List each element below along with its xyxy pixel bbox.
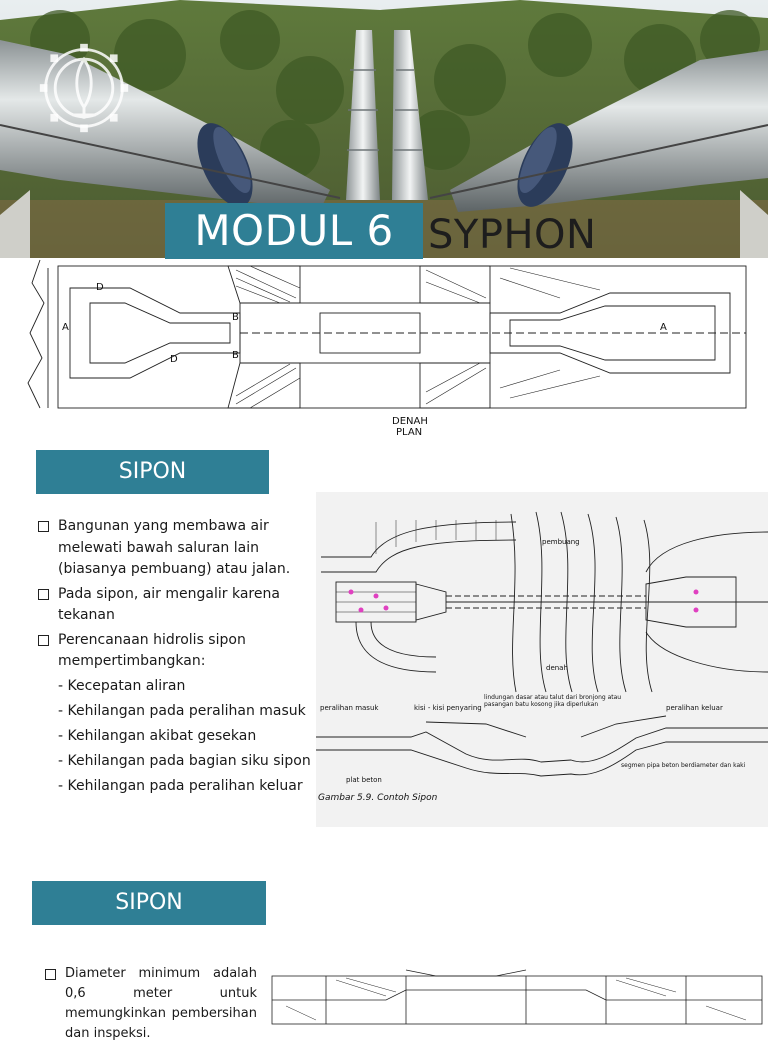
- institution-logo-icon: [39, 43, 129, 133]
- checkbox-bullet-icon: [38, 521, 49, 532]
- plan-label-denah: DENAH: [392, 416, 428, 427]
- bullet-text: Bangunan yang membawa air melewati bawah…: [58, 518, 291, 577]
- module-subtitle: SYPHON: [428, 212, 597, 258]
- bullet-text: Perencanaan hidrolis sipon mempertimbang…: [58, 631, 246, 670]
- sipon-slide-2: SIPON Diameter minimum adalah 0,6 meter …: [0, 840, 768, 1041]
- section-mark-b-bottom: B: [232, 350, 239, 361]
- section-heading: SIPON: [32, 881, 266, 925]
- module-title: MODUL 6: [165, 203, 423, 259]
- section-mark-a-right: A: [660, 322, 667, 333]
- bullet-item: Perencanaan hidrolis sipon mempertimbang…: [38, 630, 318, 673]
- checkbox-bullet-icon: [38, 634, 49, 646]
- bullet-item: Pada sipon, air mengalir karena tekanan: [38, 584, 318, 627]
- section-mark-d-bottom: D: [170, 354, 178, 365]
- bullet-list: Diameter minimum adalah 0,6 meter untuk …: [45, 964, 257, 1047]
- bullet-item: Bangunan yang membawa air melewati bawah…: [38, 516, 318, 581]
- sub-item: - Kehilangan akibat gesekan: [58, 727, 257, 744]
- bullet-text: Diameter minimum adalah 0,6 meter untuk …: [65, 966, 257, 1041]
- syphon-plan-drawing-2: [271, 969, 763, 1025]
- sub-item: - Kehilangan pada peralihan keluar: [58, 777, 303, 794]
- label-peralihan-masuk: peralihan masuk: [320, 704, 379, 712]
- figure-caption: Gambar 5.9. Contoh Sipon: [318, 793, 438, 803]
- section-heading: SIPON: [36, 450, 269, 494]
- checkbox-bullet-icon: [38, 588, 49, 600]
- bullet-list: Bangunan yang membawa air melewati bawah…: [38, 516, 318, 801]
- label-lindungan: lindungan dasar atau talut dari bronjong…: [484, 694, 622, 708]
- label-peralihan-keluar: peralihan keluar: [666, 704, 723, 712]
- label-segmen: segmen pipa beton berdiameter dan kaki: [621, 762, 746, 769]
- section-mark-b-top: B: [232, 312, 239, 323]
- plan-label-plan: PLAN: [396, 427, 422, 438]
- label-denah: denah: [546, 664, 568, 672]
- sub-item: - Kehilangan pada bagian siku sipon: [58, 752, 311, 769]
- bullet-text: Pada sipon, air mengalir karena tekanan: [58, 585, 280, 624]
- sipon-slide-1: SIPON Bangunan yang membawa air melewati…: [0, 440, 768, 840]
- label-pembuang: pembuang: [542, 538, 580, 546]
- syphon-plan-drawing: A A B B D D DENAH PLAN: [27, 259, 747, 438]
- sub-item: - Kehilangan pada peralihan masuk: [58, 702, 306, 719]
- label-kisi: kisi - kisi penyaring: [414, 704, 482, 712]
- label-plat-beton: plat beton: [346, 776, 382, 784]
- syphon-example-figure: pembuang denah peralihan masuk kisi - ki…: [316, 492, 768, 827]
- checkbox-bullet-icon: [45, 969, 56, 980]
- section-mark-a-left: A: [62, 322, 69, 333]
- bullet-item: Diameter minimum adalah 0,6 meter untuk …: [45, 964, 257, 1044]
- cover-slide: MODUL 6 SYPHON: [0, 0, 768, 440]
- sub-item: - Kecepatan aliran: [58, 677, 186, 694]
- section-mark-d-top: D: [96, 282, 104, 293]
